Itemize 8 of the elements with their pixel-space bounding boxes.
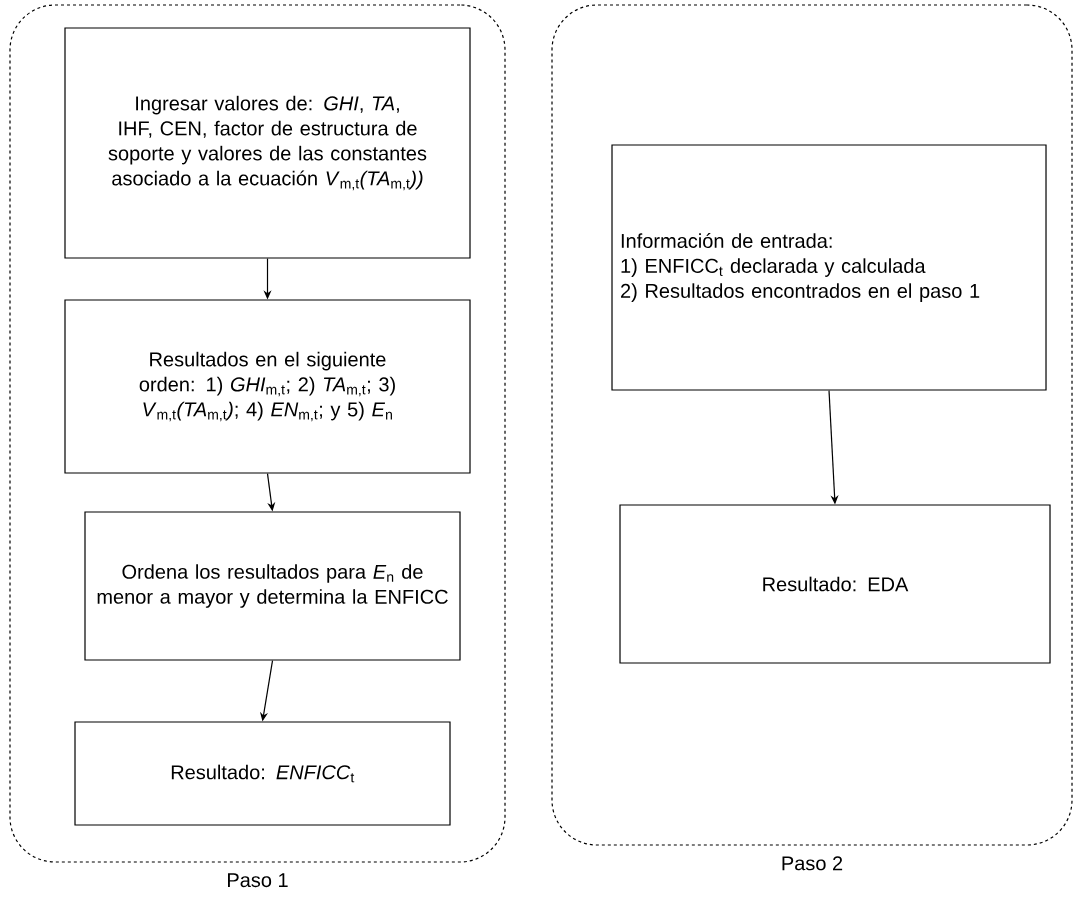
process-box: Ingresar valores de: GHI, TA, IHF, CEN, factor de estructura de soporte y valores de las constantes asociado a la ecuación V$_{m,t}$(TA$_{m,t}$)) <box>64 27 471 259</box>
process-box: Resultados en el siguiente orden: 1) GHI$_{m,t}$; 2) TA$_{m,t}$; 3) V$_{m,t}$(TA$_{m,t}$); 4) EN$_{m,t}$; y 5) E$_{n}$ <box>64 299 471 474</box>
process-box: Resultado: EDA <box>619 504 1051 664</box>
process-box: Resultado: ENFICC$_{t}$ <box>74 721 451 826</box>
process-box: Información de entrada: 1) ENFICC$_{t}$ declarada y calculada 2) Resultados encontrados en el paso 1 <box>611 144 1047 391</box>
group-label: Paso 2 <box>782 856 843 871</box>
process-box: Ordena los resultados para E$_{n}$ de menor a mayor y determina la ENFICC <box>84 511 461 661</box>
group-label: Paso 1 <box>228 873 288 888</box>
